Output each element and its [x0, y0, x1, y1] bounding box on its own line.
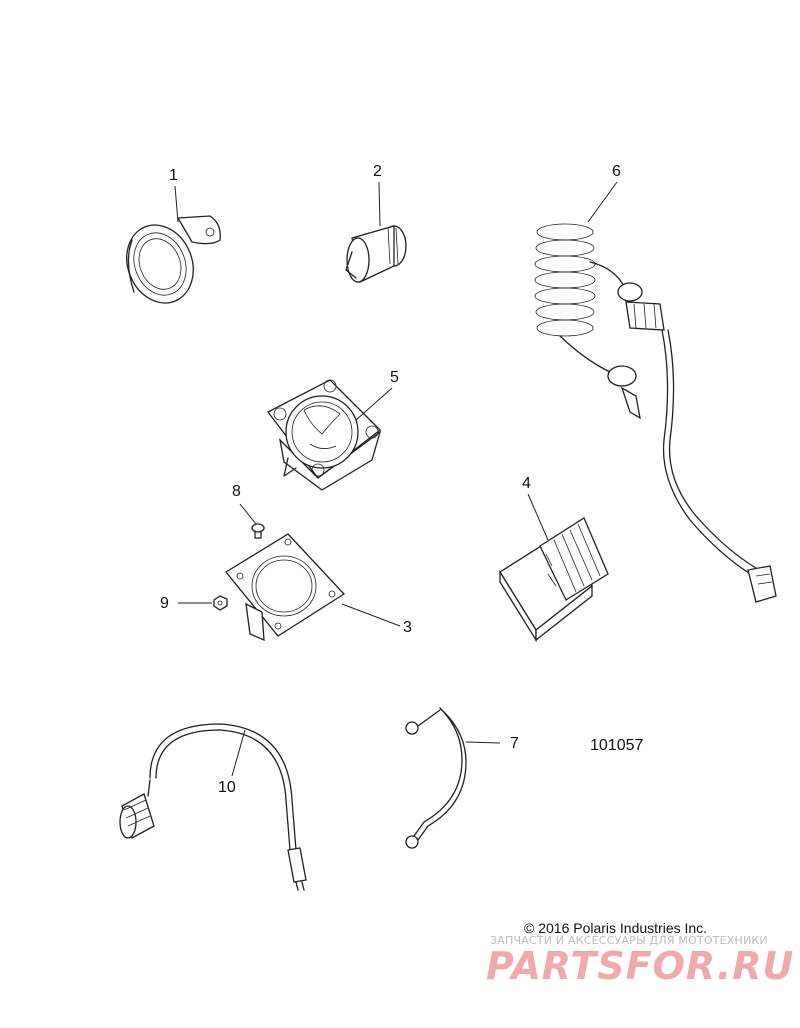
watermark-logo: PARTSFOR.RU	[486, 944, 795, 988]
diagram-id: 101057	[590, 737, 644, 754]
callout-8: 8	[232, 483, 241, 500]
part-3-gasket	[225, 533, 346, 642]
part-6-coiled-lanyard	[534, 223, 777, 603]
callout-3: 3	[403, 619, 412, 636]
part-1-grommet	[126, 215, 221, 304]
callout-2: 2	[373, 163, 382, 180]
callout-4: 4	[522, 475, 531, 492]
callout-10: 10	[218, 779, 236, 796]
part-10-harness	[119, 723, 307, 891]
part-5-housing	[267, 379, 382, 491]
watermark-tagline: ЗАПЧАСТИ И АКСЕССУАРЫ ДЛЯ МОТОТЕХНИКИ	[490, 934, 768, 947]
part-9-nut	[213, 595, 228, 611]
copyright-notice: © 2016 Polaris Industries Inc.	[524, 920, 708, 936]
part-2-sleeve	[345, 225, 407, 283]
part-8-screw	[251, 523, 265, 539]
callout-6: 6	[612, 163, 621, 180]
callout-1: 1	[169, 167, 178, 184]
callout-7: 7	[510, 735, 519, 752]
callout-5: 5	[390, 369, 399, 386]
callout-9: 9	[160, 595, 169, 612]
part-4-module	[499, 517, 609, 643]
leader-lines	[174, 181, 618, 777]
part-7-ground-cable	[405, 707, 467, 849]
